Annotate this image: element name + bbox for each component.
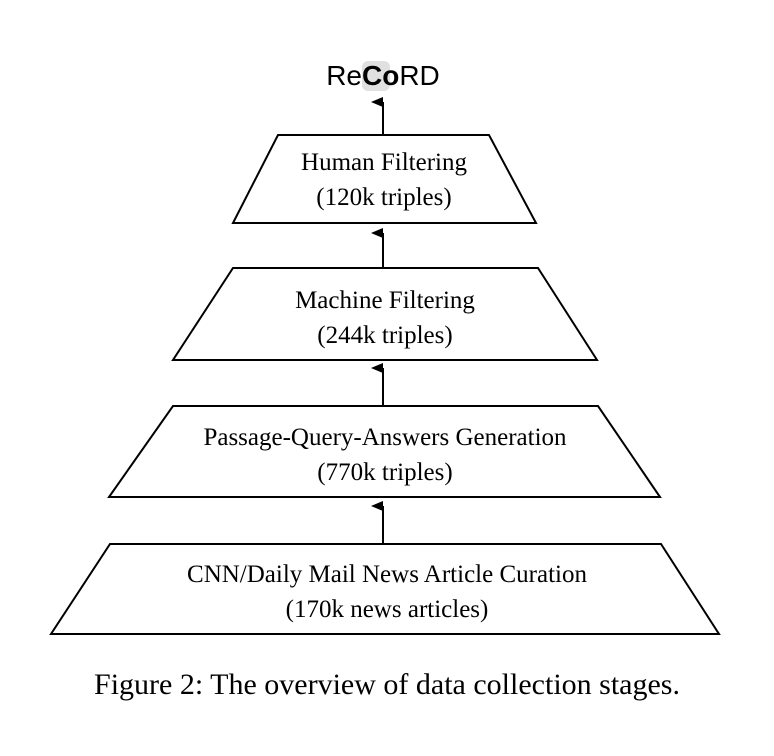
title-co: Co	[362, 60, 399, 91]
pipeline-diagram: ReCoRD Human Filtering (120k triples) Ma…	[49, 60, 721, 635]
stage-count: (244k triples)	[317, 322, 452, 349]
stage-count: (120k triples)	[316, 184, 451, 211]
stage-label: Human Filtering	[301, 149, 467, 176]
stage-generation: Passage-Query-Answers Generation (770k t…	[107, 405, 662, 498]
stage-count: (170k news articles)	[286, 596, 489, 623]
stage-count: (770k triples)	[317, 459, 452, 486]
title-re: Re	[326, 60, 362, 91]
figure-caption: Figure 2: The overview of data collectio…	[94, 668, 680, 701]
stage-machine-filtering-shape	[171, 267, 599, 361]
stage-human-filtering: Human Filtering (120k triples)	[231, 134, 538, 224]
title-rd: RD	[399, 60, 439, 91]
stage-label: Machine Filtering	[295, 287, 475, 314]
stage-curation-shape	[49, 543, 721, 635]
stage-machine-filtering: Machine Filtering (244k triples)	[171, 267, 599, 361]
stage-curation: CNN/Daily Mail News Article Curation (17…	[49, 543, 721, 635]
co-highlight	[362, 61, 390, 91]
record-title: ReCoRD	[326, 60, 440, 91]
record-title-text: ReCoRD	[326, 60, 440, 91]
stage-label: CNN/Daily Mail News Article Curation	[187, 561, 587, 588]
stage-generation-shape	[107, 405, 662, 498]
stage-label: Passage-Query-Answers Generation	[203, 424, 567, 451]
stage-human-filtering-shape	[231, 134, 538, 224]
